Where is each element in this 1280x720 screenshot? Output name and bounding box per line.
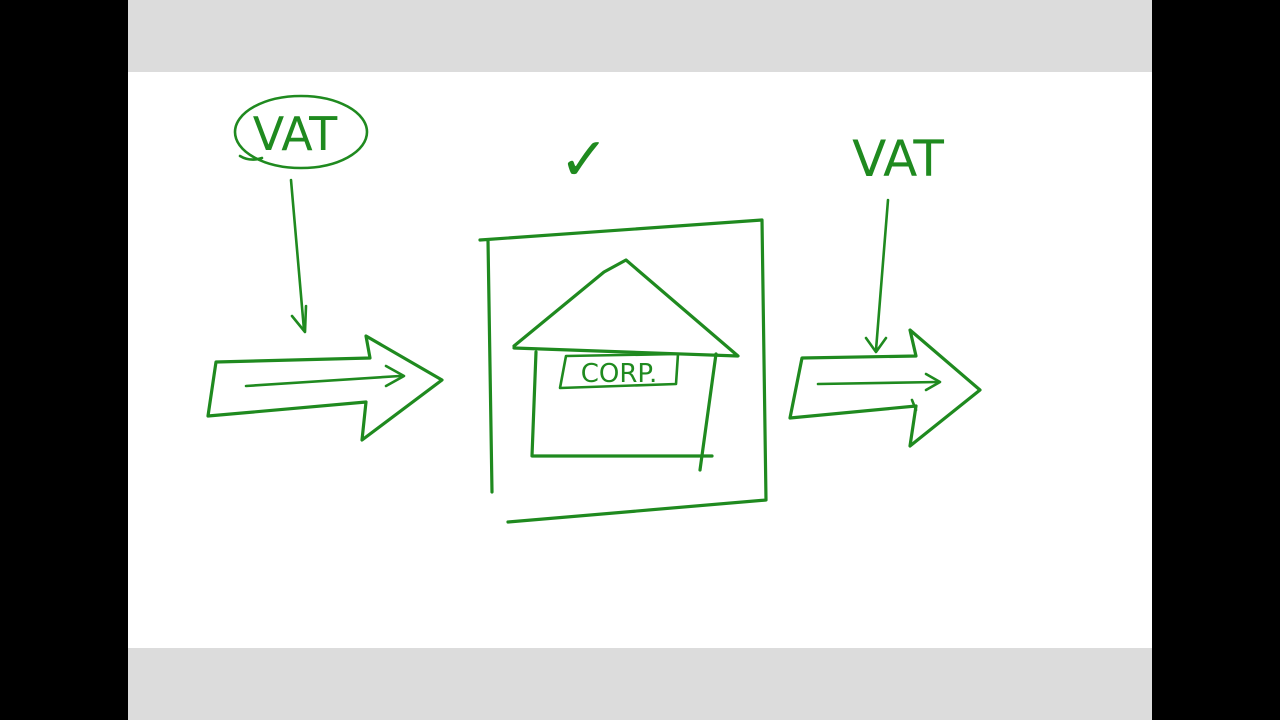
- corp-sign-label: CORP.: [581, 359, 658, 389]
- right-flow-arrow-inner-line: [816, 380, 940, 386]
- left-flow-arrow: [206, 334, 444, 442]
- top-gray-band: [128, 0, 1152, 72]
- corp-sign-box: [558, 352, 680, 390]
- right-flow-arrow-scribble: [910, 398, 918, 412]
- right-flow-arrow-inner-head: [924, 372, 942, 392]
- vat-input-pointer-line: [289, 178, 306, 332]
- vat-input-pointer-head: [290, 304, 308, 334]
- left-flow-arrow-inner-head: [384, 364, 406, 388]
- vat-input-label: VAT: [253, 107, 338, 161]
- house-roof: [512, 258, 740, 358]
- bottom-gray-band: [128, 648, 1152, 720]
- vat-output-pointer-line: [874, 198, 890, 352]
- vat-input-circle: [233, 94, 369, 170]
- vat-input-circle-tail: [238, 154, 264, 161]
- vat-output-pointer-head: [864, 336, 888, 354]
- house-body: [530, 350, 718, 472]
- vat-output-label: VAT: [852, 130, 944, 188]
- corporation-frame-box: [478, 218, 768, 524]
- right-flow-arrow: [788, 328, 982, 448]
- left-flow-arrow-inner-line: [244, 374, 402, 388]
- approval-check-mark: ✓: [559, 125, 609, 195]
